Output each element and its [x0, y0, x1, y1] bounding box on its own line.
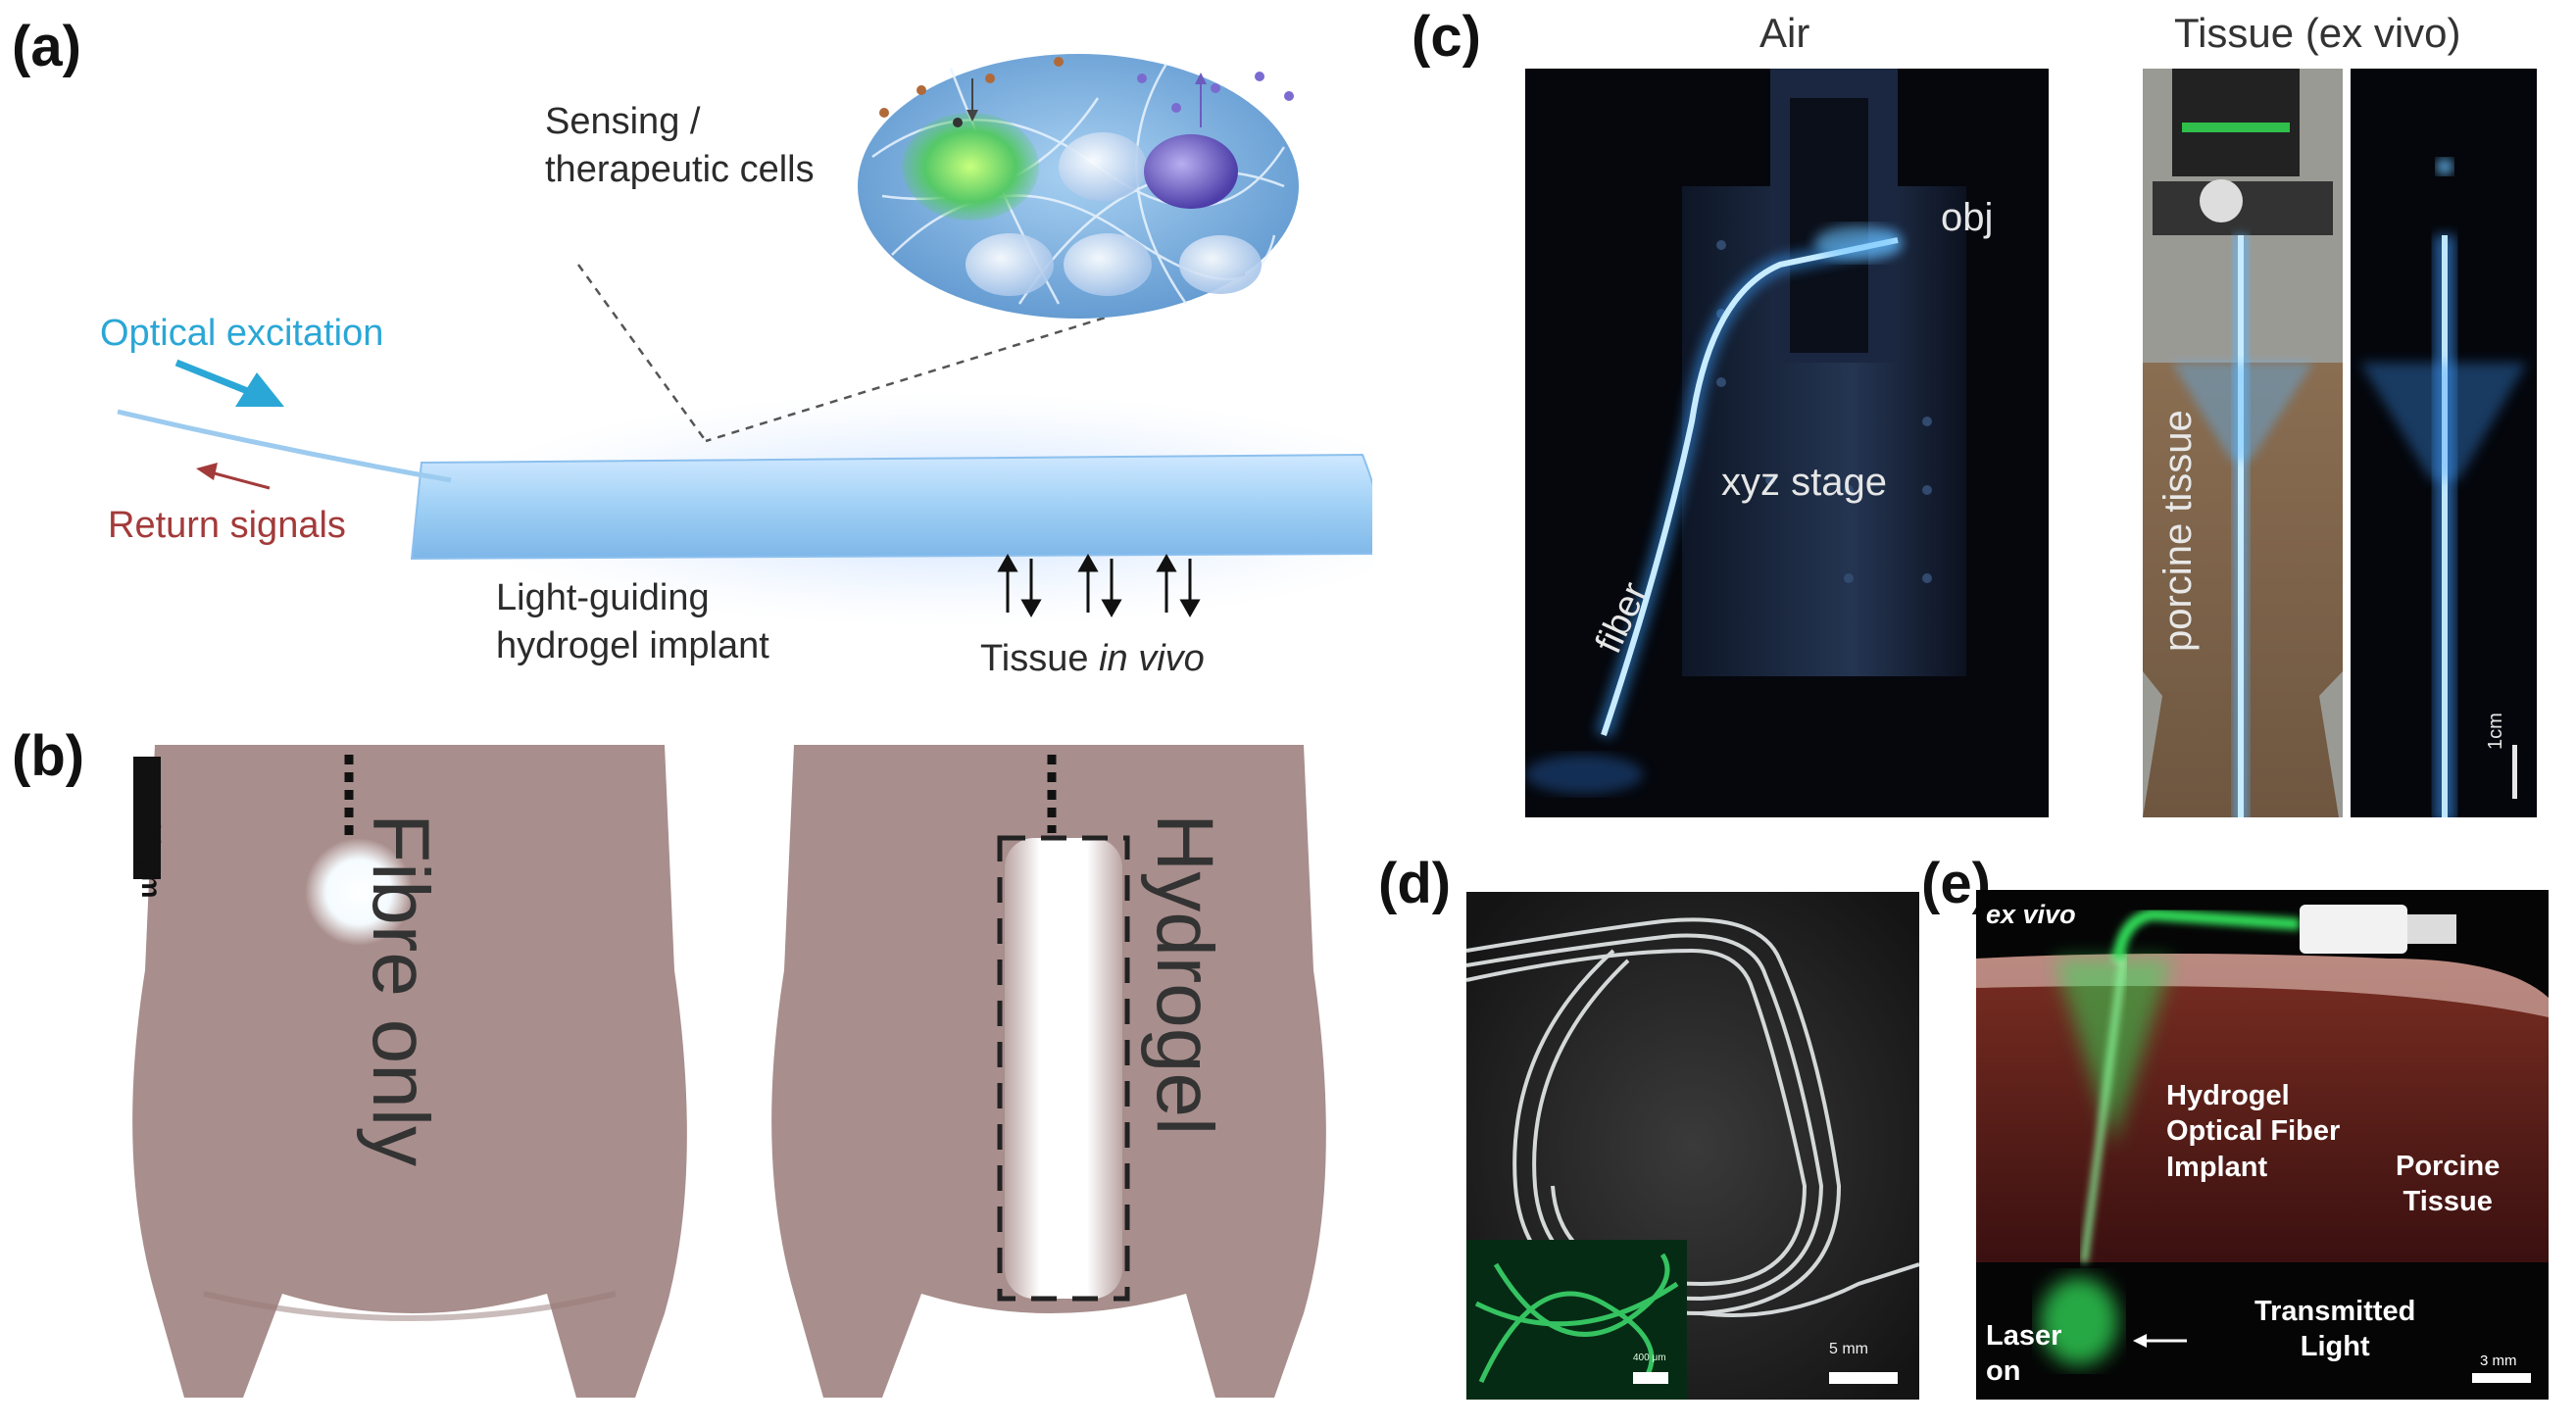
porcine-tissue-e-label: Porcine Tissue [2396, 1149, 2500, 1220]
mouse-photo-fibre-only [116, 745, 706, 1398]
hydrogel-fiber-coil-photo [1466, 892, 1919, 1400]
panel-d-label: (d) [1378, 852, 1452, 915]
implant-label-line1: Light-guiding [496, 577, 710, 618]
tissue-in-vivo-label: Tissue in vivo [980, 635, 1205, 683]
ex-vivo-label: ex vivo [1986, 900, 2076, 929]
fiber-in-air-image [1525, 69, 1966, 794]
fibre-only-caption: Fibre only [356, 813, 445, 1167]
tissue-brightfield-photo [2143, 69, 2343, 817]
hydrogel-line1: Hydrogel [2166, 1080, 2290, 1111]
mouse-body-hydrogel-image [755, 745, 1343, 1398]
hydrogel-optical-fiber-implant-label: Hydrogel Optical Fiber Implant [2166, 1078, 2340, 1185]
porcine-line2: Tissue [2403, 1186, 2493, 1218]
transmitted-light-label: Transmitted Light [2254, 1294, 2415, 1365]
laser-line1: Laser [1986, 1320, 2062, 1352]
tissue-label-prefix: Tissue [980, 638, 1100, 679]
xyz-stage-label: xyz stage [1721, 461, 1887, 504]
implant-label: Light-guiding hydrogel implant [496, 574, 769, 671]
hydrogel-implant-diagram [117, 54, 1372, 627]
mouse-photo-hydrogel [755, 745, 1343, 1398]
panel-c-label: (c) [1412, 5, 1481, 69]
ex-vivo-green-fiber-photo [1976, 890, 2549, 1400]
panel-d-inset-scale-bar-label: 400 μm [1633, 1353, 1666, 1363]
hydrogel-line3: Implant [2166, 1151, 2268, 1183]
cells-label: Sensing / therapeutic cells [545, 98, 815, 195]
tissue-fluorescence-photo [2351, 69, 2537, 817]
panel-a-illustration [39, 20, 1372, 706]
implant-label-line2: hydrogel implant [496, 625, 769, 667]
tissue-ex-vivo-title: Tissue (ex vivo) [2174, 10, 2461, 56]
optical-excitation-label: Optical excitation [100, 313, 384, 354]
air-title: Air [1759, 10, 1810, 56]
coiled-fiber-image [1466, 892, 1919, 1400]
hydrogel-caption: Hydrogel [1140, 813, 1229, 1136]
laser-on-label: Laser on [1986, 1318, 2061, 1390]
panel-e-scale-bar-label: 3 mm [2480, 1353, 2517, 1369]
hydrogel-line2: Optical Fiber [2166, 1115, 2341, 1148]
panel-d-scale-bar-label: 5 mm [1829, 1341, 1868, 1357]
air-fiber-photo [1525, 69, 2049, 817]
mouse-body-fibre-image [116, 745, 706, 1398]
porcine-tissue-fluorescence-image [2360, 159, 2527, 817]
obj-label: obj [1941, 196, 1994, 239]
cells-label-line1: Sensing / [545, 101, 701, 142]
return-signals-label: Return signals [108, 505, 346, 546]
porcine-tissue-green-light-image [1976, 905, 2549, 1383]
porcine-tissue-brightfield-image [2143, 69, 2343, 817]
laser-line2: on [1986, 1355, 2021, 1388]
tissue-label-italic: in vivo [1099, 638, 1205, 679]
porcine-tissue-label: porcine tissue [2156, 410, 2200, 652]
panel-a-label: (a) [12, 15, 81, 78]
panel-b-scale-bar-label: 100 μm [136, 804, 167, 899]
transmitted-line2: Light [2300, 1331, 2370, 1363]
transmitted-line1: Transmitted [2254, 1296, 2416, 1327]
panel-b-label: (b) [12, 724, 85, 788]
cells-label-line2: therapeutic cells [545, 149, 815, 191]
panel-c-scale-bar-label: 1cm [2485, 713, 2506, 750]
porcine-line1: Porcine [2396, 1151, 2501, 1182]
